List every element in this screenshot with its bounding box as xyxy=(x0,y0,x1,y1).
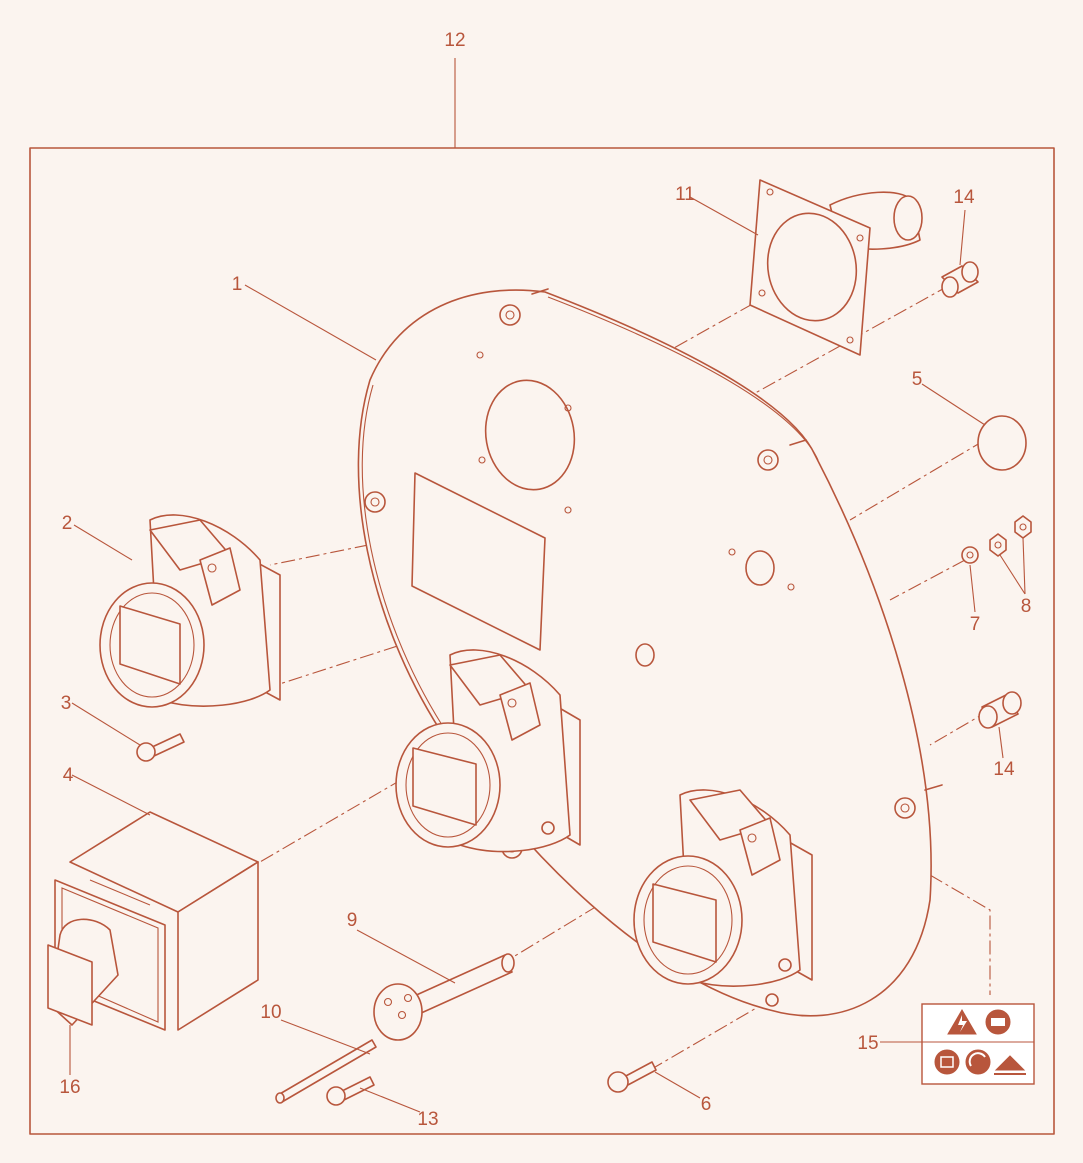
callout-13: 13 xyxy=(417,1109,438,1130)
washer-and-nuts xyxy=(961,515,1032,564)
callout-7: 7 xyxy=(970,614,981,635)
rotary-switch-box xyxy=(47,811,259,1031)
screw-13 xyxy=(326,1076,375,1106)
equipment-symbol-icons xyxy=(934,1049,1026,1075)
callout-labels: 12 1 2 3 4 5 6 7 8 9 10 11 13 14 14 15 1… xyxy=(59,30,1031,1130)
callout-14-top: 14 xyxy=(953,187,975,208)
screw-6 xyxy=(607,1061,657,1093)
socket-center xyxy=(395,649,581,853)
blanking-cap xyxy=(977,415,1027,471)
flange-socket xyxy=(749,179,923,356)
callout-12: 12 xyxy=(444,30,465,51)
callout-15: 15 xyxy=(857,1033,878,1054)
callout-9: 9 xyxy=(347,910,358,931)
spacer-top xyxy=(941,261,979,298)
leader-lines xyxy=(69,196,1026,1113)
callout-6: 6 xyxy=(701,1094,712,1115)
spacer-right xyxy=(978,691,1022,729)
assembly-frame xyxy=(29,147,1055,1135)
shaft-with-disc xyxy=(373,953,515,1041)
callout-4: 4 xyxy=(63,765,74,786)
pin-10 xyxy=(275,1039,377,1104)
screw-3 xyxy=(136,733,185,762)
callout-16: 16 xyxy=(59,1077,80,1098)
callout-14-right: 14 xyxy=(993,759,1015,780)
callout-11: 11 xyxy=(675,184,695,205)
high-voltage-warning-icon xyxy=(947,1009,977,1035)
socket-lower-right xyxy=(633,789,813,987)
callout-5: 5 xyxy=(912,369,923,390)
callout-2: 2 xyxy=(62,513,73,534)
read-manual-icon xyxy=(985,1009,1011,1035)
callout-1: 1 xyxy=(232,274,243,295)
callout-3: 3 xyxy=(61,693,72,714)
socket-left xyxy=(99,514,281,708)
warning-label xyxy=(921,1003,1035,1085)
callout-10: 10 xyxy=(260,1002,281,1023)
callout-8: 8 xyxy=(1021,596,1032,617)
